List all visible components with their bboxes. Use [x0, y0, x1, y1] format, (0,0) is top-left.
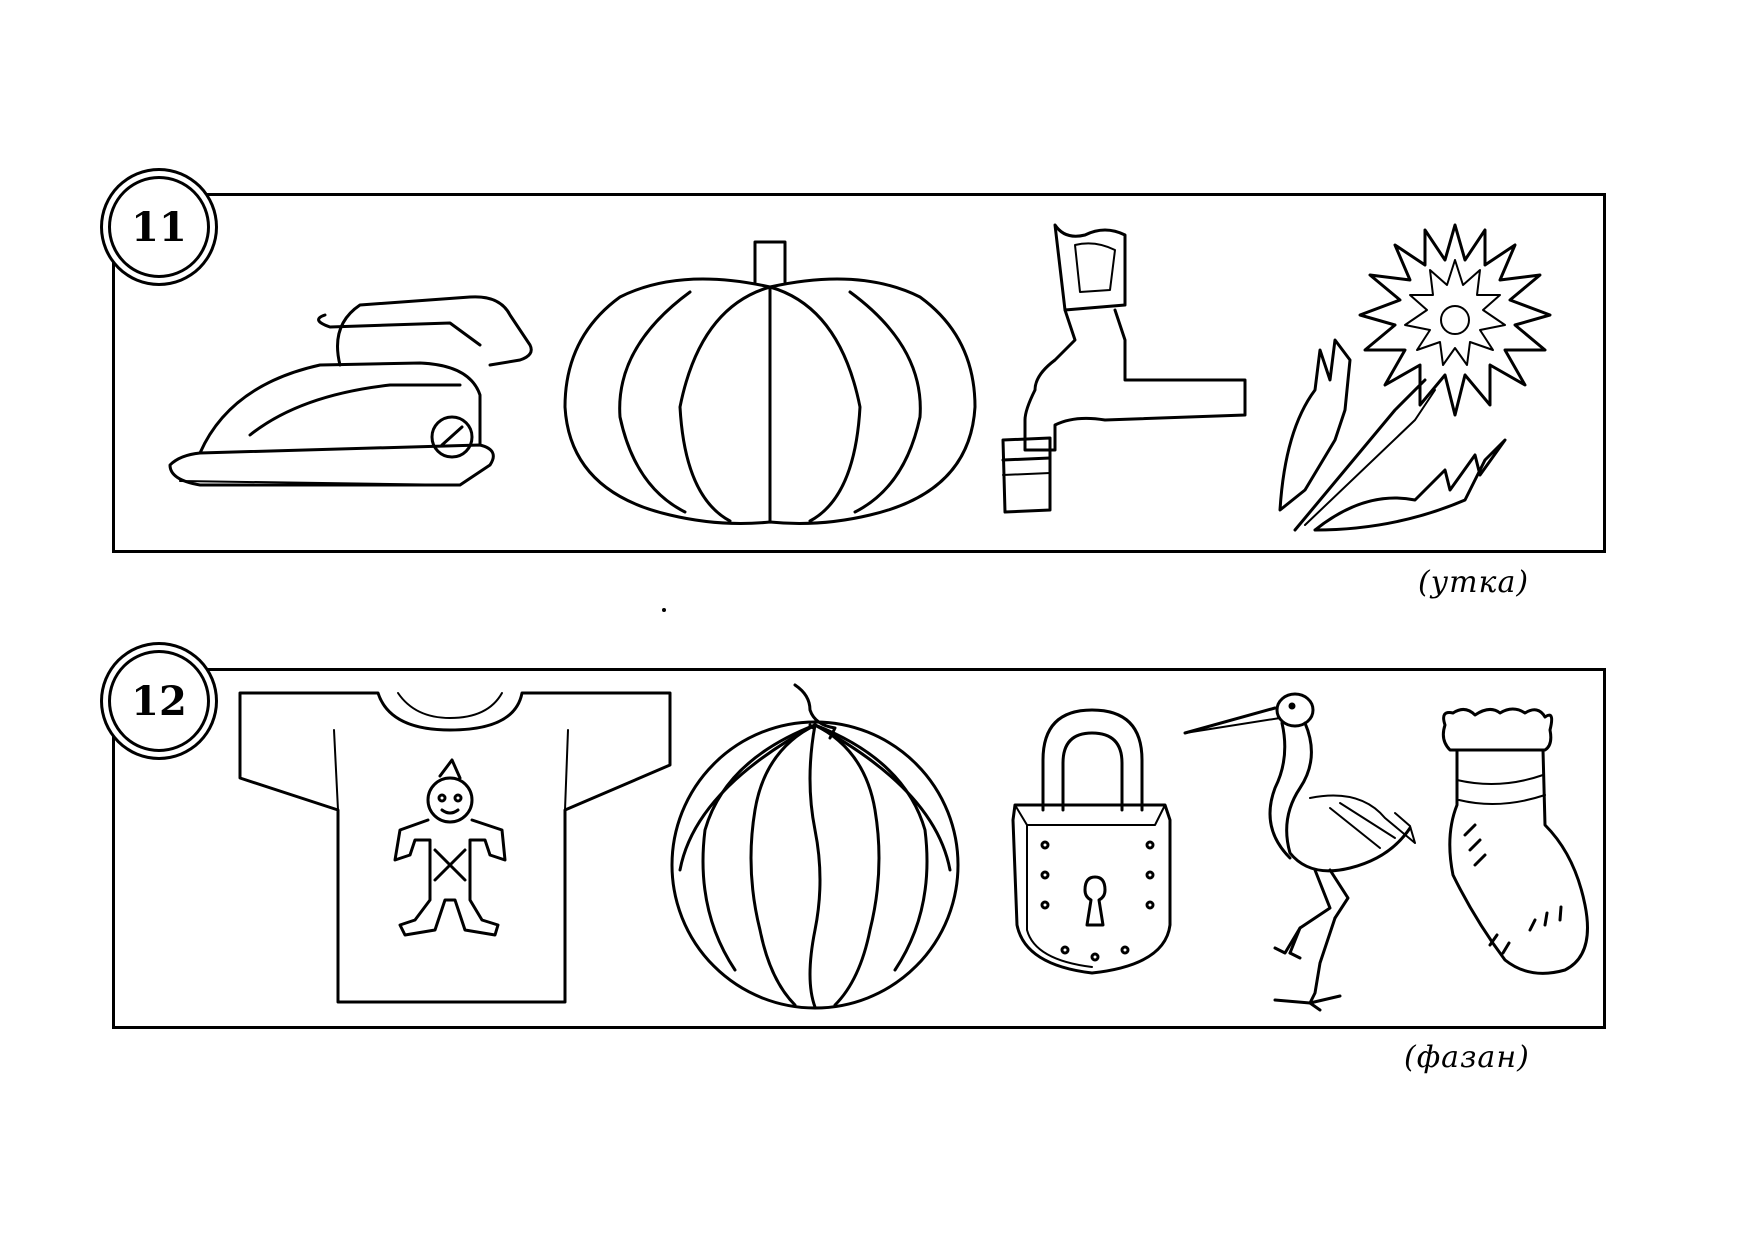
iron-icon [168, 295, 533, 487]
task-12-number-badge: 12 [108, 650, 210, 752]
padlock-icon [1011, 708, 1172, 975]
stray-dot [662, 608, 666, 612]
sock-icon [1441, 707, 1589, 975]
task-11-number: 11 [131, 203, 187, 251]
task-12-answer: (фазан) [1404, 1040, 1530, 1075]
task-11-answer: (утка) [1418, 565, 1530, 600]
watermelon-icon [670, 683, 960, 1010]
task-11-frame [112, 193, 1606, 553]
faucet-icon [1001, 223, 1247, 514]
tshirt-icon [238, 691, 672, 1004]
task-12-number: 12 [131, 677, 187, 725]
stork-icon [1183, 692, 1416, 1012]
aster-flower-icon [1278, 223, 1552, 532]
pumpkin-icon [563, 240, 977, 525]
task-11-number-badge: 11 [108, 176, 210, 278]
